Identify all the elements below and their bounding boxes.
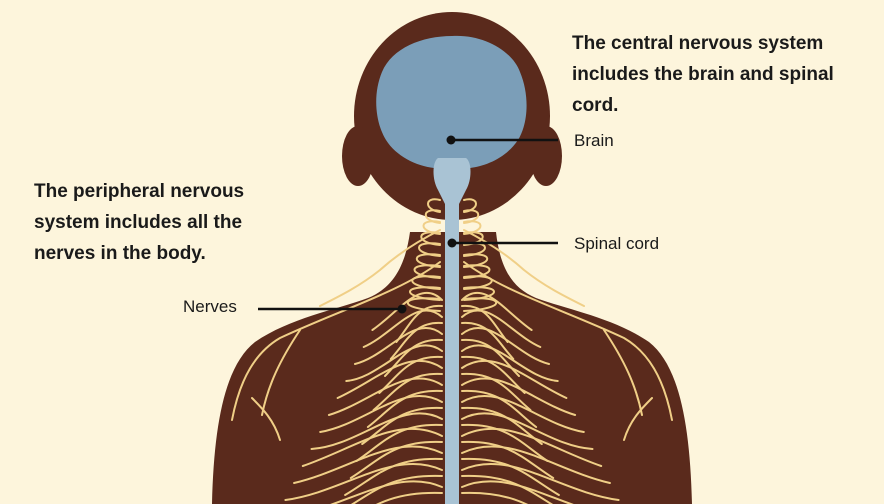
- caption-line: system includes all the: [34, 207, 334, 238]
- caption-line: The central nervous system: [572, 28, 872, 59]
- nerves-pointer-dot: [398, 305, 407, 314]
- brain-pointer-dot: [447, 136, 456, 145]
- caption-line: nerves in the body.: [34, 238, 334, 269]
- left-ear: [342, 126, 374, 186]
- central-nervous-system-caption: The central nervous system includes the …: [572, 28, 872, 121]
- spinal-cord-pointer-dot: [448, 239, 457, 248]
- brain-label: Brain: [574, 131, 614, 151]
- caption-line: cord.: [572, 90, 872, 121]
- caption-line: includes the brain and spinal: [572, 59, 872, 90]
- nerves-label: Nerves: [183, 297, 237, 317]
- peripheral-nervous-system-caption: The peripheral nervous system includes a…: [34, 176, 334, 269]
- right-ear: [530, 126, 562, 186]
- spinal-cord-label: Spinal cord: [574, 234, 659, 254]
- brain: [376, 36, 526, 168]
- caption-line: The peripheral nervous: [34, 176, 334, 207]
